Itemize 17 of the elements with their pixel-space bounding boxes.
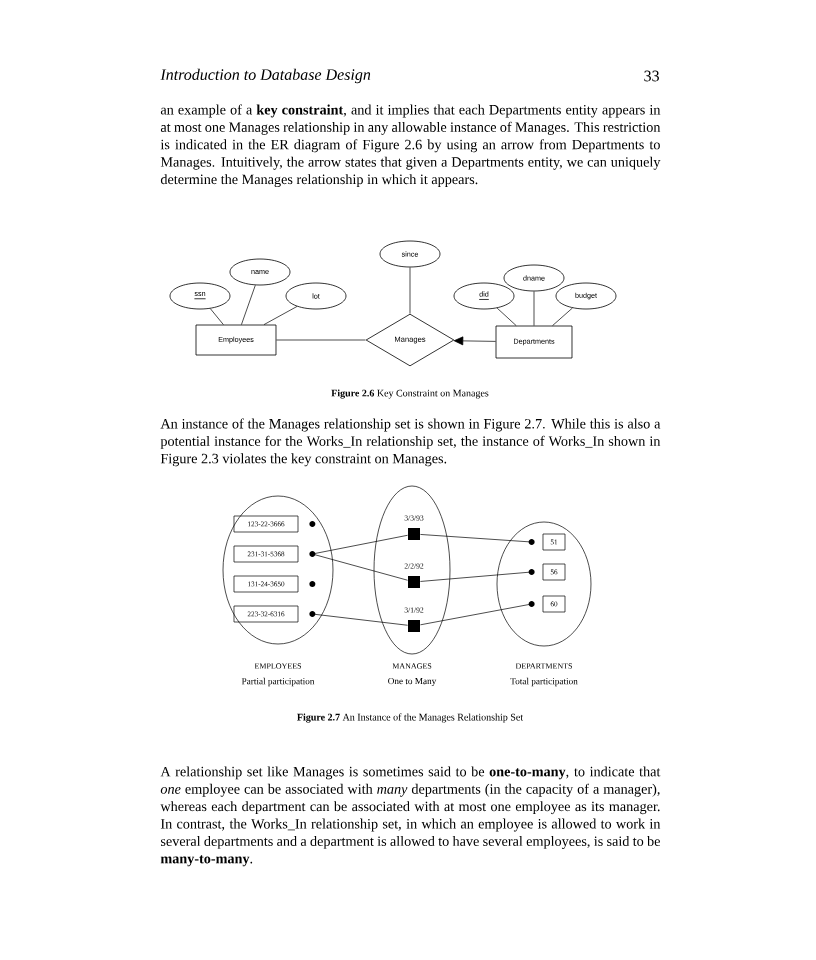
connector bbox=[420, 603, 532, 626]
connector bbox=[276, 339, 366, 341]
connector bbox=[263, 306, 298, 325]
connector bbox=[409, 267, 411, 314]
connector bbox=[453, 336, 496, 346]
connector bbox=[312, 534, 408, 555]
connector bbox=[420, 534, 532, 543]
running-header: Introduction to Database Design bbox=[160, 68, 371, 84]
connector bbox=[209, 308, 224, 325]
connector bbox=[552, 307, 573, 326]
page-number: 33 bbox=[644, 70, 659, 82]
connector bbox=[312, 613, 408, 626]
connector bbox=[420, 571, 532, 582]
connector bbox=[496, 307, 517, 326]
connector bbox=[241, 284, 256, 325]
connector bbox=[533, 291, 535, 326]
connector bbox=[312, 553, 408, 581]
